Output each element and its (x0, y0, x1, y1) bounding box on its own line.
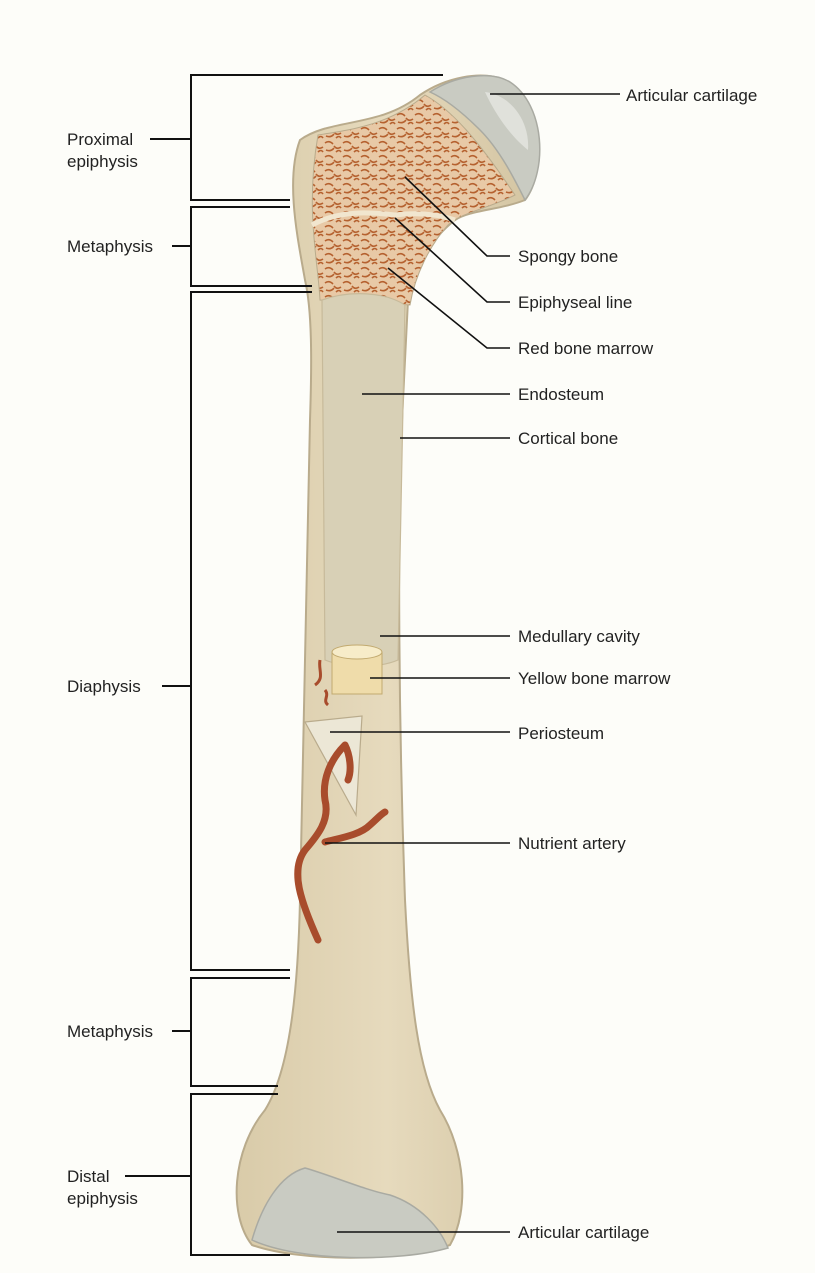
bracket-metaphysis-lower (190, 977, 290, 1087)
label-red-bone-marrow: Red bone marrow (518, 339, 654, 358)
label-metaphysis-upper: Metaphysis (67, 237, 153, 256)
leader-red-bone-marrow (387, 267, 510, 349)
bracket-metaphysis-upper (190, 206, 312, 287)
label-articular-cartilage-bottom: Articular cartilage (518, 1223, 650, 1242)
label-distal-epiphysis-2: epiphysis (67, 1189, 138, 1208)
leader-spongy-bone (404, 176, 510, 257)
label-proximal-epiphysis-1: Proximal (67, 130, 134, 149)
articular-cartilage-bottom-shape (251, 1167, 450, 1259)
label-nutrient-artery: Nutrient artery (518, 834, 626, 853)
label-cortical-bone: Cortical bone (518, 429, 619, 448)
label-medullary-cavity: Medullary cavity (518, 627, 640, 646)
left-brackets (125, 74, 443, 1256)
nutrient-artery-shape (294, 741, 389, 944)
bracket-diaphysis (190, 291, 312, 971)
label-endosteum: Endosteum (518, 385, 604, 404)
epiphyseal-line-shape (310, 210, 456, 228)
bracket-distal-epiphysis (190, 1093, 290, 1256)
label-spongy-bone: Spongy bone (518, 247, 619, 266)
label-periosteum: Periosteum (518, 724, 604, 743)
label-distal-epiphysis-1: Distal (67, 1167, 110, 1186)
leader-epiphyseal-line (394, 217, 510, 303)
spongy-bone-shape (311, 94, 516, 306)
medullary-cavity-shape (321, 293, 406, 667)
bracket-proximal-epiphysis (190, 74, 443, 201)
label-metaphysis-lower: Metaphysis (67, 1022, 153, 1041)
right-leaders (325, 93, 620, 1233)
label-yellow-bone-marrow: Yellow bone marrow (518, 669, 671, 688)
label-epiphyseal-line: Epiphyseal line (518, 293, 633, 312)
label-articular-cartilage-top: Articular cartilage (626, 86, 758, 105)
label-proximal-epiphysis-2: epiphysis (67, 152, 138, 171)
label-diaphysis: Diaphysis (67, 677, 141, 696)
